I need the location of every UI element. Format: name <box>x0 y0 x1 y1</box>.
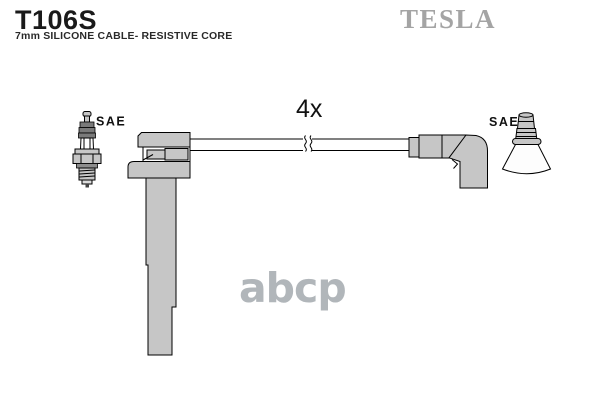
elbow-boot-icon <box>408 134 488 189</box>
sae-label-right: SAE <box>489 115 519 129</box>
ignition-cable-icon <box>190 135 409 152</box>
straight-boot-icon <box>501 112 552 175</box>
part-number: T106S <box>15 5 98 35</box>
quantity-label: 4x <box>296 95 323 123</box>
spark-plug-icon <box>72 111 102 188</box>
sae-label-left: SAE <box>96 115 126 129</box>
tesla-brand-logo: TESLA <box>400 4 497 34</box>
abcp-watermark: abcp <box>239 264 347 312</box>
product-description: 7mm SILICONE CABLE- RESISTIVE CORE <box>15 30 233 42</box>
coil-boot-icon <box>127 132 191 356</box>
